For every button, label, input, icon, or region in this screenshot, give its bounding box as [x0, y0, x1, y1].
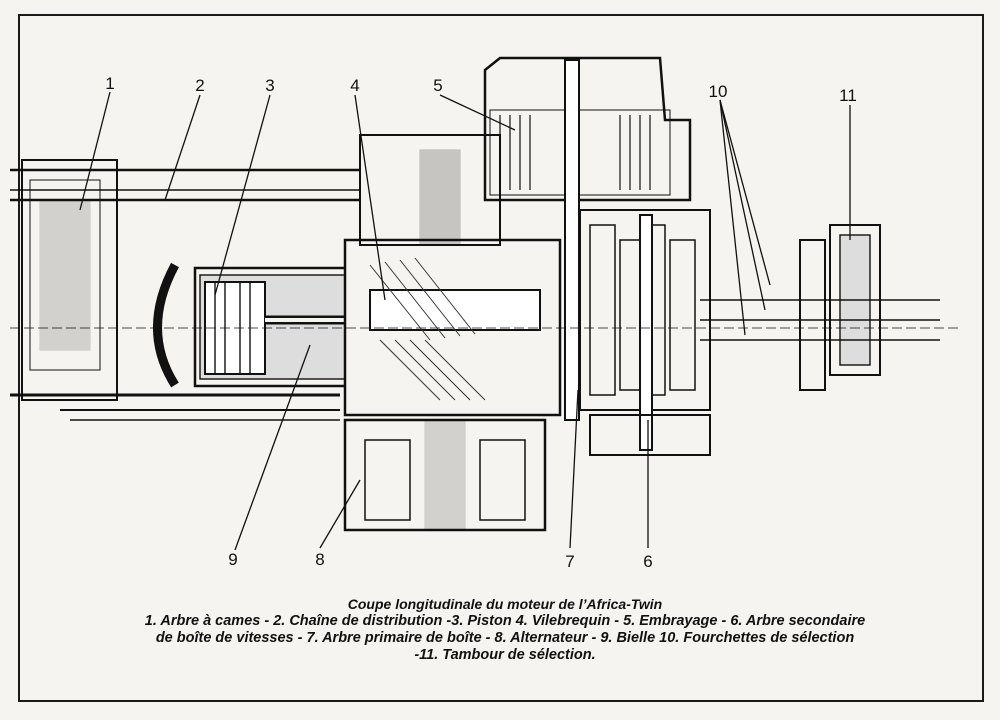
callout-leaders [79, 91, 851, 551]
secondary-shaft [639, 214, 653, 451]
callout-11: 11 [839, 86, 857, 105]
callout-4: 4 [350, 76, 360, 95]
callout-5: 5 [433, 76, 443, 95]
crankshaft [369, 289, 541, 331]
callout-3: 3 [265, 76, 275, 95]
callout-2: 2 [195, 76, 205, 95]
figure-frame [18, 14, 984, 702]
primary-shaft [564, 59, 580, 421]
figure-caption: Coupe longitudinale du moteur de l’Afric… [60, 596, 950, 664]
alternator [343, 418, 547, 532]
caption-title: Coupe longitudinale du moteur de l’Afric… [347, 596, 663, 612]
caption-line-3: -11. Tambour de sélection. [414, 647, 596, 663]
clutch-housing [483, 56, 692, 202]
callout-6: 6 [643, 552, 653, 571]
callout-1: 1 [105, 74, 115, 93]
callout-10: 10 [708, 82, 728, 101]
caption-line-1: 1. Arbre à cames - 2. Chaîne de distribu… [144, 613, 866, 629]
caption-line-2: de boîte de vitesses - 7. Arbre primaire… [155, 630, 855, 646]
callout-7: 7 [565, 552, 575, 571]
callout-9: 9 [228, 550, 238, 569]
callout-8: 8 [315, 550, 325, 569]
